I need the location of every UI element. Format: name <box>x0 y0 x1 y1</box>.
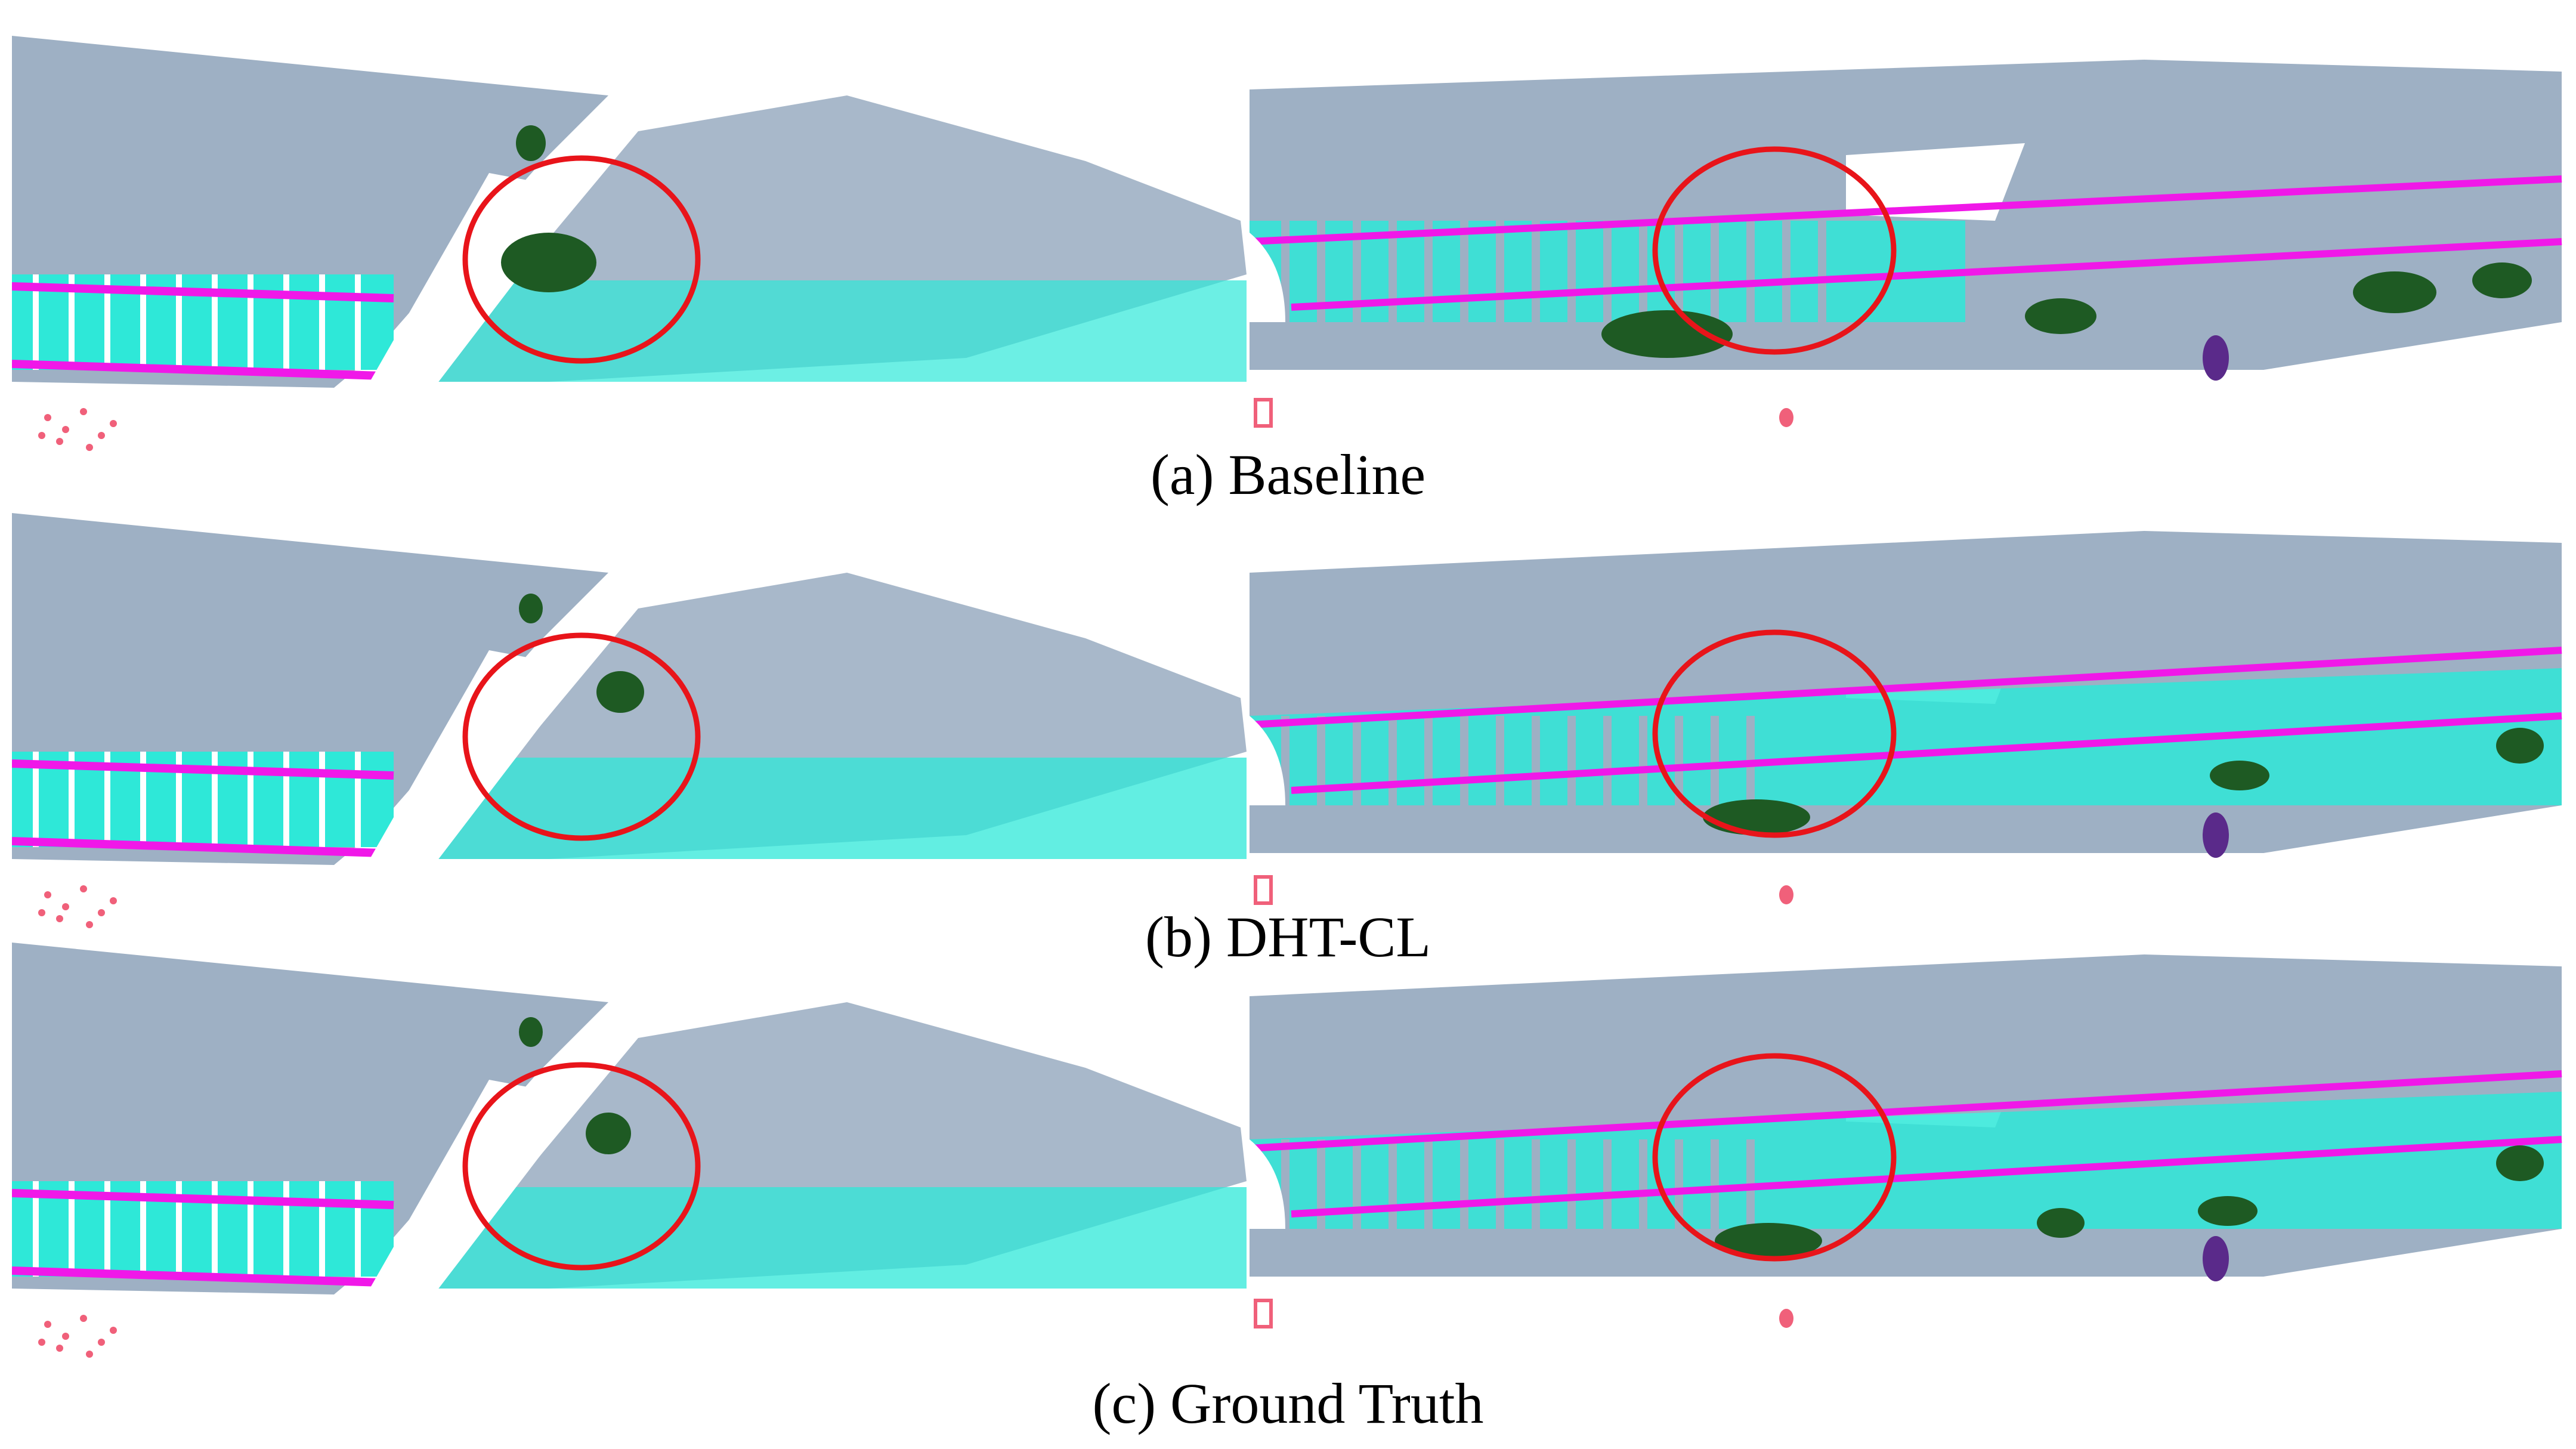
figure-row-baseline: (a) Baseline <box>0 0 2576 506</box>
point-cloud-right-svg <box>1250 531 2562 905</box>
point-cloud-right-dhtcl <box>1250 519 2568 937</box>
figure-row-dhtcl: (b) DHT-CL <box>0 495 2576 972</box>
point-cloud-right-baseline <box>1250 36 2568 453</box>
caption-baseline: (a) Baseline <box>1150 443 1426 506</box>
point-cloud-left-dhtcl <box>12 501 1247 931</box>
highlight-circle-right <box>1652 629 1897 838</box>
point-cloud-left-ground-truth <box>12 931 1247 1360</box>
caption-dhtcl: (b) DHT-CL <box>1145 905 1431 969</box>
point-cloud-left-svg <box>12 36 1247 451</box>
caption-ground-truth: (c) Ground Truth <box>1092 1371 1484 1435</box>
figure-row-ground-truth: (c) Ground Truth <box>0 931 2576 1449</box>
highlight-circle-right <box>1652 1053 1897 1262</box>
highlight-circle-left <box>462 632 701 841</box>
point-cloud-left-svg <box>12 943 1247 1358</box>
point-cloud-left-baseline <box>12 24 1247 453</box>
point-cloud-right-ground-truth <box>1250 943 2568 1360</box>
highlight-circle-right <box>1652 146 1897 355</box>
highlight-circle-left <box>462 1062 701 1271</box>
highlight-circle-left <box>462 155 701 364</box>
point-cloud-right-svg <box>1250 954 2562 1328</box>
point-cloud-left-svg <box>12 513 1247 928</box>
point-cloud-right-svg <box>1250 60 2562 428</box>
